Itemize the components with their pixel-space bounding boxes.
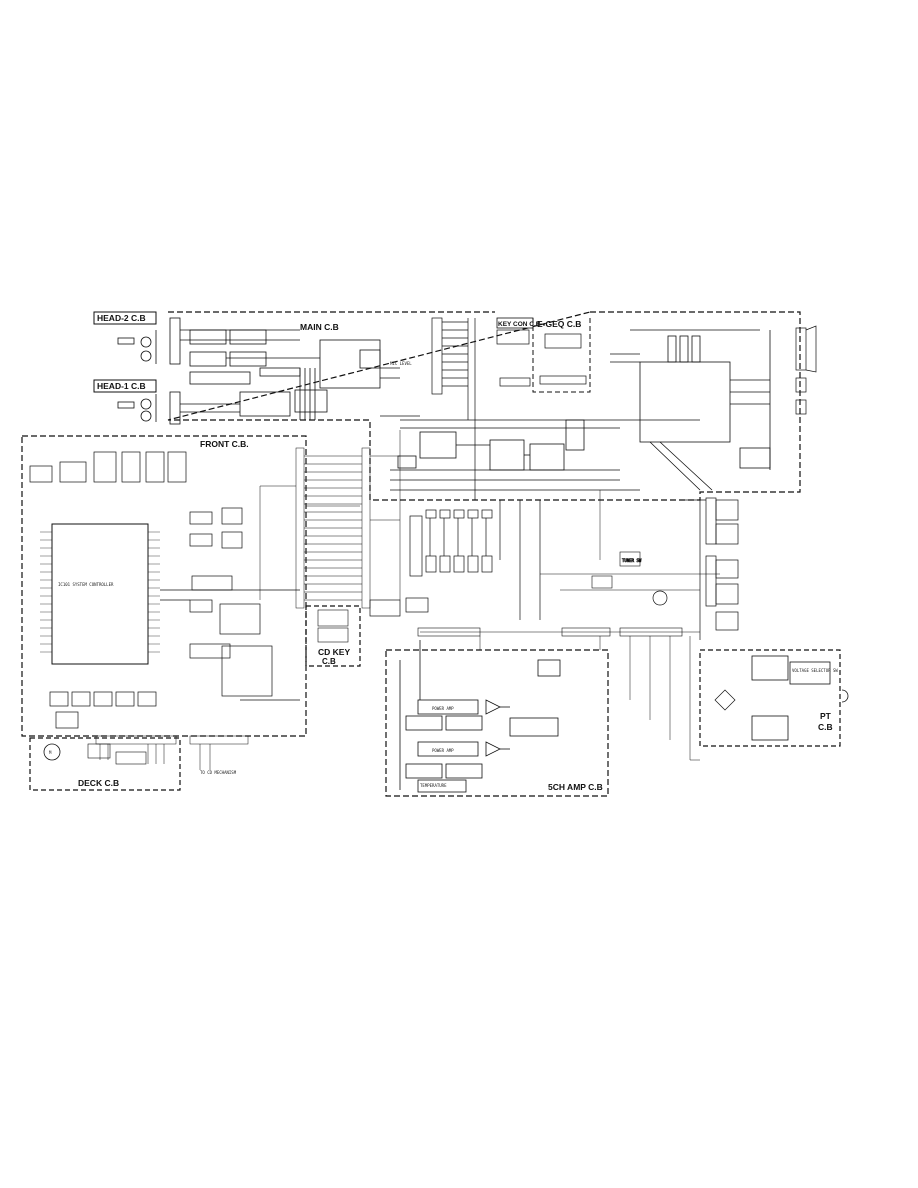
front-board-outline bbox=[21, 435, 307, 737]
head1-label: HEAD-1 C.B bbox=[97, 381, 146, 391]
svg-text:M: M bbox=[49, 750, 52, 755]
microcontroller-label: IC101 SYSTEM CONTROLLER bbox=[58, 582, 114, 587]
front-right-blocks bbox=[160, 507, 300, 701]
svg-text:E-GEQ C.B: E-GEQ C.B bbox=[537, 319, 581, 329]
pt-board: VOLTAGE SELECTOR SW PT C.B bbox=[699, 649, 849, 747]
front-bottom-blocks bbox=[49, 691, 157, 729]
front-board-label: FRONT C.B. bbox=[200, 439, 249, 449]
svg-text:C.B: C.B bbox=[322, 657, 336, 666]
head-coils bbox=[117, 317, 181, 425]
power-amp-2: POWER AMP bbox=[432, 748, 454, 753]
temperature-label: TEMPERATURE bbox=[420, 783, 447, 788]
main-dsp-ic bbox=[610, 329, 771, 491]
svg-text:CD KEY: CD KEY bbox=[318, 647, 350, 657]
front-top-switches bbox=[29, 451, 187, 483]
cdkey-board: CD KEY C.B bbox=[305, 605, 361, 667]
keycon-board: KEY CON C.B bbox=[496, 317, 541, 387]
amp-connector-bus: TUNER SW bbox=[417, 551, 720, 637]
svg-text:C.B: C.B bbox=[818, 722, 833, 732]
egeq-board: E-GEQ C.B bbox=[532, 318, 591, 393]
svg-text:DECK C.B: DECK C.B bbox=[78, 778, 119, 788]
power-amp-1: POWER AMP bbox=[432, 706, 454, 711]
svg-text:PT: PT bbox=[820, 711, 832, 721]
tuner-sw-label: TUNER SW bbox=[622, 558, 642, 563]
main-board-label: MAIN C.B bbox=[300, 322, 339, 332]
to-cd-label: TO CD MECHANISM bbox=[200, 770, 237, 775]
main-center-ics bbox=[390, 419, 700, 491]
center-relays bbox=[369, 500, 541, 620]
main-connector-column bbox=[431, 317, 476, 500]
amp-board-outline bbox=[385, 649, 609, 797]
deck-cable bbox=[95, 735, 249, 770]
interconnect-wires bbox=[259, 485, 700, 761]
mic-level-label: MIC LEVEL bbox=[390, 361, 412, 366]
main-board-blocks bbox=[180, 329, 420, 420]
front-main-cable bbox=[295, 430, 401, 609]
right-connectors bbox=[795, 325, 817, 415]
svg-text:KEY CON C.B: KEY CON C.B bbox=[498, 321, 541, 328]
system-microcontroller: IC101 SYSTEM CONTROLLER bbox=[40, 523, 160, 665]
head2-board: HEAD-2 C.B bbox=[93, 311, 157, 325]
amp-blocks bbox=[399, 640, 561, 793]
speaker-terminals bbox=[652, 497, 739, 640]
head1-board: HEAD-1 C.B bbox=[93, 379, 157, 393]
voltage-selector-label: VOLTAGE SELECTOR SW bbox=[792, 668, 838, 673]
deck-board: M DECK C.B bbox=[29, 737, 181, 791]
amp-board-label: 5CH AMP C.B bbox=[548, 782, 603, 792]
head2-label: HEAD-2 C.B bbox=[97, 313, 146, 323]
